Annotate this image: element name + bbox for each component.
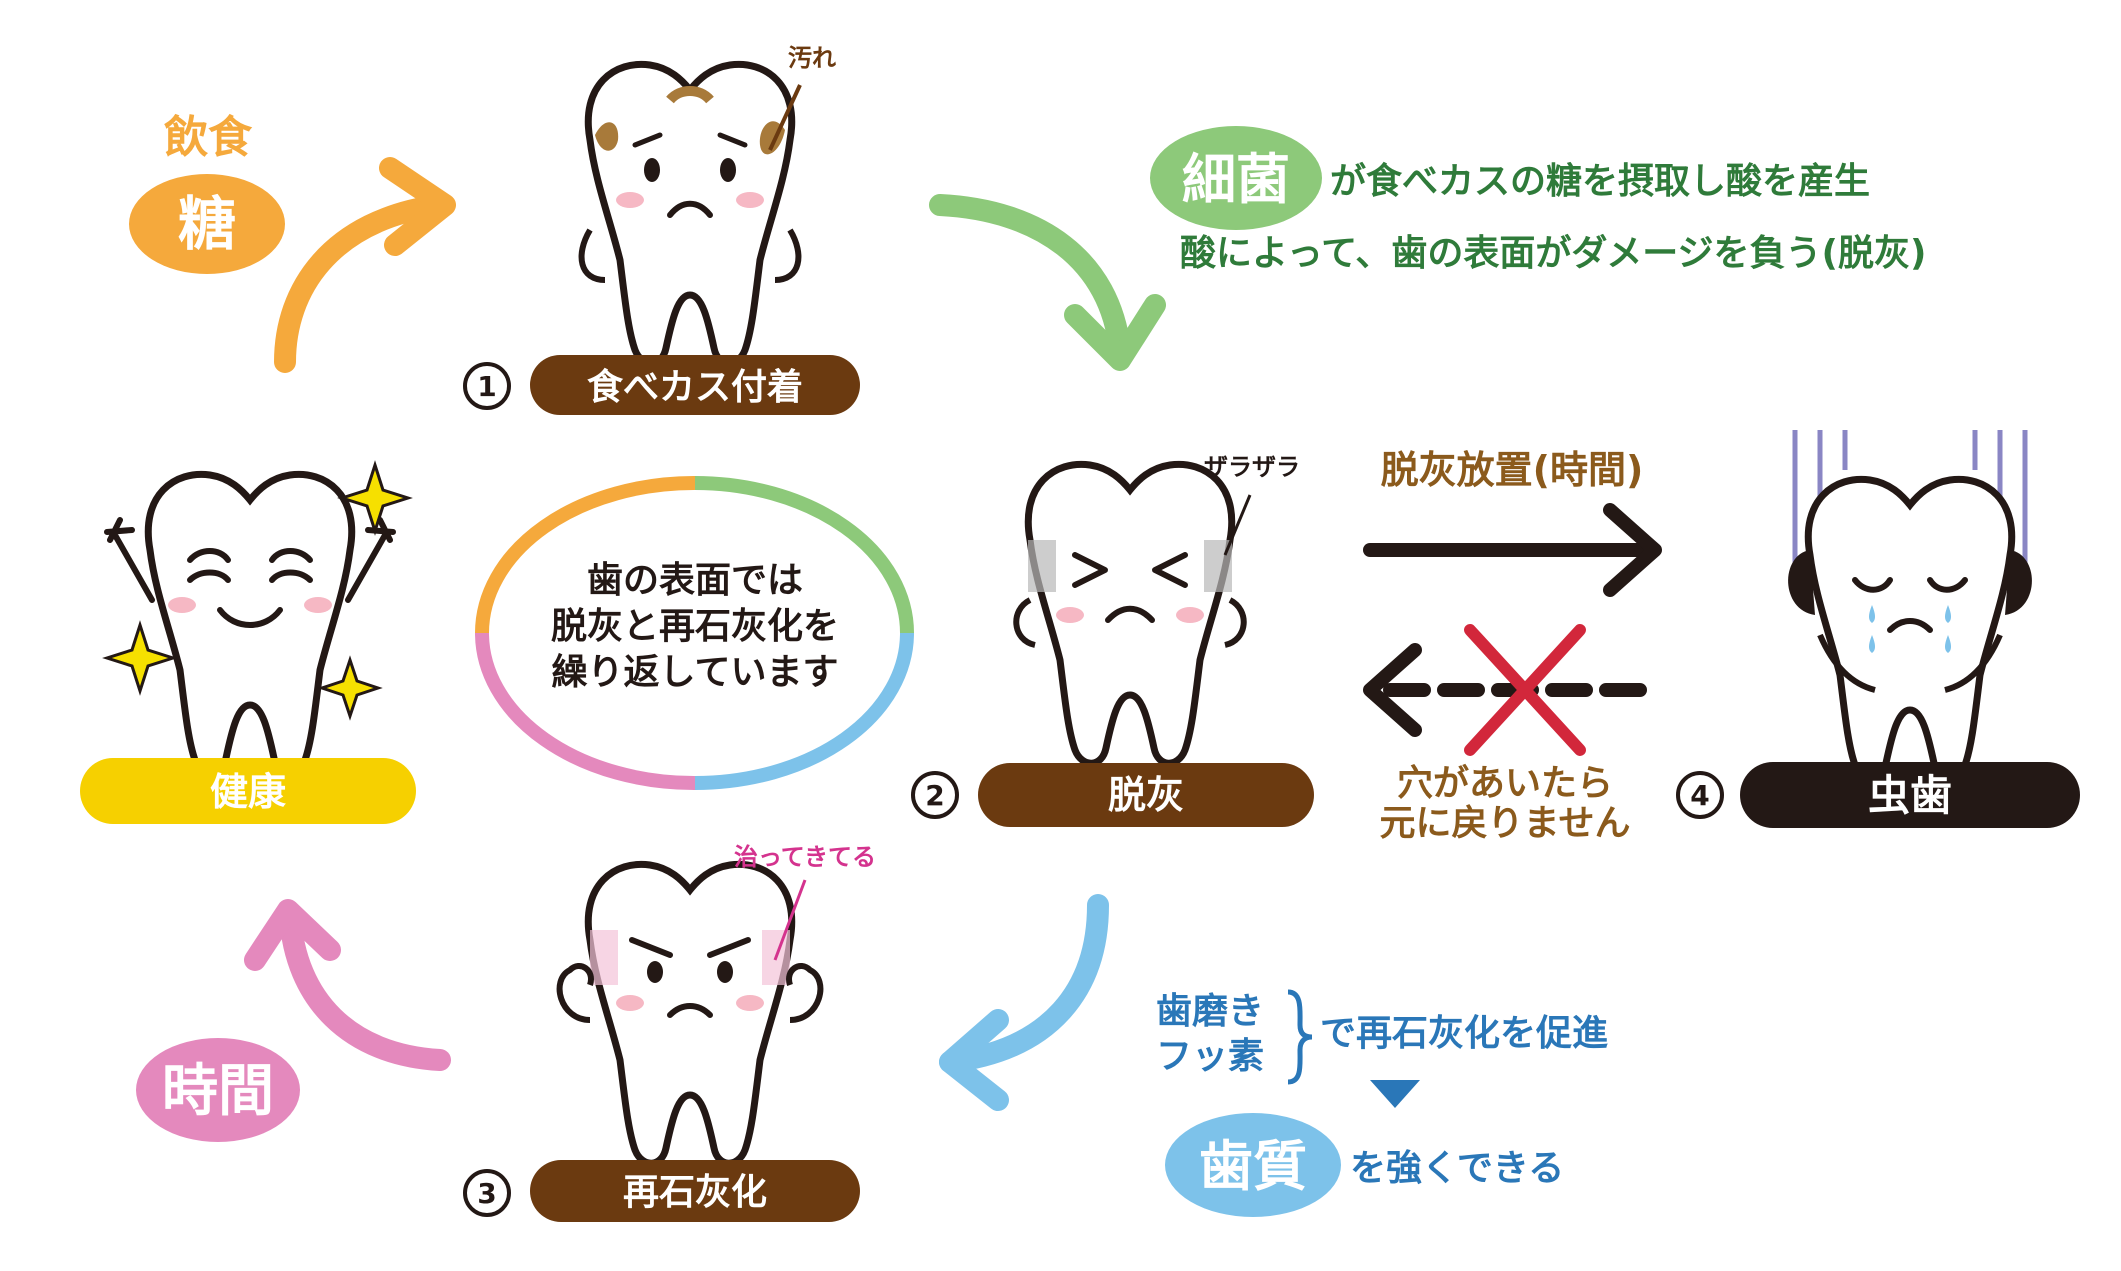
center-text-line-1: 歯の表面では bbox=[587, 560, 803, 601]
center-text-line-2: 脱灰と再石灰化を bbox=[551, 606, 839, 647]
tooth-stage-3 bbox=[556, 864, 824, 1163]
healthy-label: 健康 bbox=[210, 770, 286, 814]
tooth-stage-1 bbox=[578, 64, 802, 363]
stage-3-label: 再石灰化 bbox=[623, 1172, 767, 1213]
stage-2-number: 2 bbox=[925, 779, 944, 812]
arrow-remineral-to-health bbox=[244, 899, 451, 1071]
stage-4-label: 虫歯 bbox=[1868, 771, 1952, 820]
sparkle-icons bbox=[102, 460, 413, 721]
cycle-ring bbox=[475, 475, 914, 791]
tooth-quality-label: 歯質 bbox=[1199, 1135, 1307, 1198]
tooth-quality-badge bbox=[1165, 1113, 1341, 1217]
arrow-food-to-demineral bbox=[929, 194, 1166, 371]
cross-icon bbox=[1464, 624, 1586, 756]
down-triangle-icon bbox=[1370, 1080, 1420, 1108]
sugar-label: 糖 bbox=[178, 190, 236, 258]
bacteria-badge bbox=[1150, 126, 1322, 230]
arrow-health-to-food bbox=[274, 157, 456, 373]
stage-4-pill bbox=[1740, 762, 2080, 828]
stage-2-number-circle bbox=[911, 771, 959, 819]
no-return-line-1: 穴があいたら bbox=[1397, 763, 1613, 804]
healthy-pill bbox=[80, 758, 416, 824]
tooth-stage-2 bbox=[1013, 464, 1247, 763]
rough-label: ザラザラ bbox=[1204, 453, 1300, 481]
stage-2-label: 脱灰 bbox=[1108, 773, 1184, 817]
arrow-no-return bbox=[1363, 643, 1657, 737]
drink-label: 飲食 bbox=[164, 112, 253, 163]
arrow-progress-to-caries bbox=[1363, 503, 1662, 597]
arrow-demineral-to-remineral bbox=[939, 894, 1109, 1111]
brace-icon bbox=[1287, 989, 1313, 1085]
time-badge bbox=[136, 1038, 300, 1142]
tooth-healthy bbox=[104, 474, 396, 773]
bacteria-badge-label: 細菌 bbox=[1182, 148, 1290, 211]
rough-pointer bbox=[1223, 494, 1252, 556]
stage-2-pill bbox=[978, 763, 1314, 827]
bacteria-line-2: 酸によって、歯の表面がダメージを負う(脱灰) bbox=[1180, 233, 1926, 274]
time-label: 時間 bbox=[162, 1059, 274, 1124]
stage-1-label: 食べカス付着 bbox=[587, 367, 803, 408]
stage-1-number: 1 bbox=[477, 370, 496, 403]
stage-4-number-circle bbox=[1676, 771, 1724, 819]
tooth-stage-4 bbox=[1788, 479, 2032, 778]
center-text-line-3: 繰り返しています bbox=[552, 652, 839, 693]
stage-3-pill bbox=[530, 1160, 860, 1222]
healing-pointer bbox=[773, 879, 807, 961]
sugar-badge bbox=[129, 174, 285, 274]
remineral-item-fluoride: フッ素 bbox=[1156, 1036, 1264, 1077]
neglect-label: 脱灰放置(時間) bbox=[1381, 448, 1644, 492]
stage-4-number: 4 bbox=[1690, 779, 1709, 812]
stage-3-number: 3 bbox=[477, 1177, 496, 1210]
stage-1-pill bbox=[530, 355, 860, 415]
stains-label: 汚れ bbox=[788, 44, 836, 72]
no-return-line-2: 元に戻りません bbox=[1380, 803, 1631, 844]
stage-1-number-circle bbox=[463, 362, 511, 410]
remineral-promote: で再石灰化を促進 bbox=[1320, 1013, 1608, 1054]
stains-pointer bbox=[768, 84, 802, 151]
bacteria-line-1: が食べカスの糖を摂取し酸を産生 bbox=[1330, 161, 1870, 202]
remineral-item-brushing: 歯磨き bbox=[1156, 991, 1264, 1032]
healing-label: 治ってきてる bbox=[734, 843, 876, 871]
stage-3-number-circle bbox=[463, 1169, 511, 1217]
remineral-strengthen: を強くできる bbox=[1350, 1148, 1564, 1189]
